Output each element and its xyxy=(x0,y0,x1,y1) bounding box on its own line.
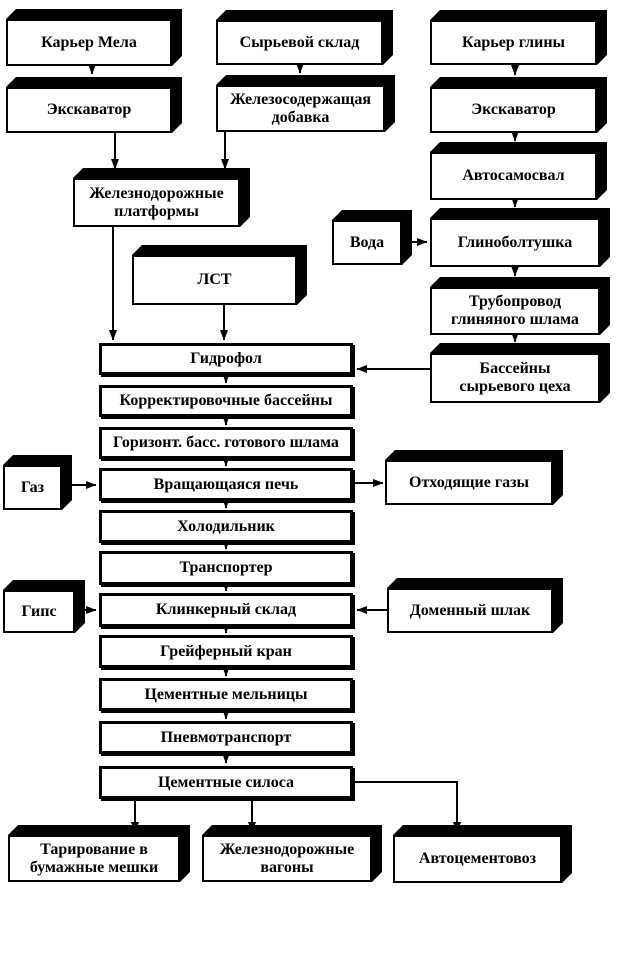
node-dobavka: Железосодержащая добавка xyxy=(216,75,395,132)
node-label-cementnye-melnicy: Цементные мельницы xyxy=(144,685,308,703)
node-pech: Вращающаяся печь xyxy=(99,468,353,501)
node-label-bassejny: Бассейны сырьевого цеха xyxy=(430,353,600,403)
node-klinkernyj-sklad: Клинкерный склад xyxy=(99,593,353,627)
node-othodjashhie-gazy: Отходящие газы xyxy=(385,450,563,505)
node-pnevmotransport: Пневмотранспорт xyxy=(99,721,353,754)
node-label-transporter: Транспортер xyxy=(179,559,273,577)
node-label-dobavka: Железосодержащая добавка xyxy=(216,85,385,132)
node-label-ekskavator-right: Экскаватор xyxy=(430,87,597,133)
node-gaz: Газ xyxy=(3,455,72,510)
node-label-gorizont: Горизонт. басс. готового шлама xyxy=(113,434,339,452)
node-label-tarirovanie: Тарирование в бумажные мешки xyxy=(8,835,180,882)
node-label-pnevmotransport: Пневмотранспорт xyxy=(160,728,292,746)
node-bassejny: Бассейны сырьевого цеха xyxy=(430,343,610,403)
node-label-vagony: Железнодорожные вагоны xyxy=(202,835,372,882)
node-label-pech: Вращающаяся печь xyxy=(153,475,299,493)
node-karjer-gliny: Карьер глины xyxy=(430,10,607,65)
node-label-gaz: Газ xyxy=(3,465,62,510)
node-truboprovod: Трубопровод глиняного шлама xyxy=(430,277,610,335)
node-tarirovanie: Тарирование в бумажные мешки xyxy=(8,825,190,882)
node-label-voda: Вода xyxy=(332,220,402,265)
node-ekskavator-left: Экскаватор xyxy=(6,77,182,133)
node-label-klinkernyj-sklad: Клинкерный склад xyxy=(155,601,297,619)
node-label-karjer-gliny: Карьер глины xyxy=(430,20,597,65)
edge-cementnye-silosa-to-avtocementovoz xyxy=(353,781,461,833)
node-transporter: Транспортер xyxy=(99,551,353,585)
node-label-grejfernyj-kran: Грейферный кран xyxy=(160,642,292,660)
node-avtosamosval: Автосамосвал xyxy=(430,142,607,200)
node-voda: Вода xyxy=(332,210,412,265)
node-gips: Гипс xyxy=(3,580,85,633)
node-label-syrevoj-sklad: Сырьевой склад xyxy=(216,20,383,65)
node-label-truboprovod: Трубопровод глиняного шлама xyxy=(430,287,600,335)
node-vagony: Железнодорожные вагоны xyxy=(202,825,382,882)
node-label-avtosamosval: Автосамосвал xyxy=(430,152,597,200)
node-grejfernyj-kran: Грейферный кран xyxy=(99,635,353,668)
node-label-platformy: Железнодорожные платформы xyxy=(73,178,240,227)
node-label-ekskavator-left: Экскаватор xyxy=(6,87,172,133)
node-glinoboltushka: Глиноболтушка xyxy=(430,208,610,267)
node-label-cementnye-silosa: Цементные силоса xyxy=(157,773,295,791)
node-avtocementovoz: Автоцементовоз xyxy=(393,825,572,883)
node-label-karjer-mela: Карьер Мела xyxy=(6,19,172,66)
node-label-lst: ЛСТ xyxy=(132,255,297,305)
node-cementnye-melnicy: Цементные мельницы xyxy=(99,678,353,711)
node-label-gips: Гипс xyxy=(3,590,75,633)
node-karjer-mela: Карьер Мела xyxy=(6,9,182,66)
node-kholodilnik: Холодильник xyxy=(99,510,353,543)
node-korrektirovochnye: Корректировочные бассейны xyxy=(99,385,353,417)
node-label-gidrofol: Гидрофол xyxy=(190,350,262,368)
node-label-domennyj-shlak: Доменный шлак xyxy=(387,588,553,633)
node-label-othodjashhie-gazy: Отходящие газы xyxy=(385,460,553,505)
node-label-kholodilnik: Холодильник xyxy=(177,517,275,535)
node-domennyj-shlak: Доменный шлак xyxy=(387,578,563,633)
node-platformy: Железнодорожные платформы xyxy=(73,168,250,227)
node-ekskavator-right: Экскаватор xyxy=(430,77,607,133)
node-lst: ЛСТ xyxy=(132,245,307,305)
node-label-avtocementovoz: Автоцементовоз xyxy=(393,835,562,883)
node-syrevoj-sklad: Сырьевой склад xyxy=(216,10,393,65)
node-cementnye-silosa: Цементные силоса xyxy=(99,766,353,799)
node-label-korrektirovochnye: Корректировочные бассейны xyxy=(119,392,333,410)
node-gidrofol: Гидрофол xyxy=(99,343,353,375)
node-label-glinoboltushka: Глиноболтушка xyxy=(430,218,600,267)
node-gorizont: Горизонт. басс. готового шлама xyxy=(99,427,353,459)
